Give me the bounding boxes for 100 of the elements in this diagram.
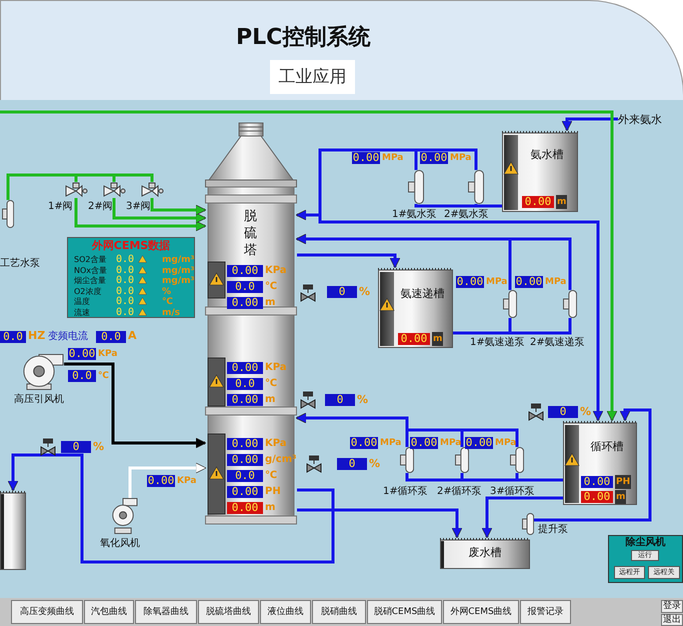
equipment-label: 工艺水泵	[0, 258, 40, 270]
unit-label: A	[128, 329, 137, 343]
pump-icon	[400, 447, 414, 473]
reading-display: 0.00	[410, 437, 438, 449]
unit-label: m	[556, 195, 568, 209]
reading-value: 0.0	[116, 275, 134, 286]
valve-icon	[140, 182, 164, 198]
unit-label: %	[357, 393, 368, 407]
reading-display: 0.00	[420, 152, 448, 164]
reading-display: 0.00	[227, 454, 263, 466]
pipe-arrow	[562, 118, 618, 132]
reading-value: 0.0	[116, 264, 134, 276]
unit-label: mg/m³	[162, 254, 194, 266]
reading-display: 0.0	[96, 331, 126, 343]
reading-display: 0.0	[227, 470, 263, 482]
pipe-arrow	[64, 362, 206, 448]
pipe-arrow	[112, 198, 206, 224]
unit-label: m	[265, 296, 276, 310]
pump-icon	[455, 447, 469, 473]
subtitle: 工业应用	[270, 60, 355, 94]
equipment-label: 1#氨水泵	[392, 209, 437, 221]
pump-icon	[408, 170, 424, 204]
unit-label: KPa	[177, 475, 196, 488]
pipe-arrow	[128, 462, 206, 498]
pump-icon	[563, 290, 577, 318]
row-label: NOx含量	[74, 266, 108, 276]
tab: 报警记录	[520, 600, 571, 624]
unit-label: m	[265, 393, 276, 407]
reading-value: 0.0	[116, 306, 134, 318]
tab: 高压变频曲线	[11, 600, 83, 624]
tab: 脱硝曲线	[312, 600, 366, 624]
unit-label: PH	[265, 485, 281, 499]
pipe	[474, 204, 502, 208]
pipe-arrow	[534, 408, 652, 522]
unit-label: ℃	[98, 370, 109, 383]
reading-display: 0.00	[352, 152, 380, 164]
reading-display: 0.00	[398, 333, 430, 345]
reading-display: 0.00	[515, 276, 543, 288]
valve-icon	[64, 182, 88, 198]
row-label: 流速	[74, 308, 90, 318]
tab: 汽包曲线	[84, 600, 134, 624]
equipment-label: 1#循环泵	[383, 486, 428, 498]
unit-label: m	[265, 501, 276, 515]
reading-display: 0.00	[227, 394, 263, 406]
reading-value: 0.0	[116, 254, 134, 266]
reading-display: 0.00	[581, 476, 613, 488]
tab: 脱硝CEMS曲线	[367, 600, 442, 624]
tab: 液位曲线	[260, 600, 311, 624]
unit-label: m/s	[162, 306, 180, 318]
reading-display: 0.00	[227, 486, 263, 498]
tab: 脱硫塔曲线	[198, 600, 259, 624]
pipe-arrow	[482, 496, 563, 538]
equipment-label: 3#循环泵	[490, 486, 535, 498]
parameter-label: 变频电流	[48, 331, 88, 343]
tower-label: 脱硫塔	[244, 208, 258, 259]
panel-heading: 除尘风机	[624, 537, 666, 549]
unit-label: KPa	[265, 264, 287, 278]
tank-label: 循环槽	[590, 440, 624, 454]
unit-label: %	[93, 440, 104, 454]
reading-display: 0	[325, 394, 355, 406]
unit-label: m	[615, 490, 626, 504]
valve-icon	[102, 182, 126, 198]
unit-label: MPa	[545, 276, 566, 289]
unit-label: ℃	[265, 469, 278, 483]
tank-label: 氨水槽	[530, 148, 564, 162]
equipment-label: 1#阀	[48, 201, 73, 213]
unit-label: MPa	[486, 276, 508, 289]
tank-drawing	[0, 490, 26, 570]
reading-display: 0.0	[227, 281, 263, 293]
unit-label: ℃	[265, 280, 278, 294]
equipment-label: 3#阀	[126, 201, 151, 213]
reading-display: 0.0	[68, 370, 96, 382]
reading-display: 0	[327, 286, 357, 298]
unit-label: ℃	[265, 377, 278, 391]
equipment-label: 2#氨速递泵	[530, 337, 585, 349]
unit-label: ℃	[162, 296, 173, 308]
unit-label: KPa	[98, 348, 118, 361]
tab: 除氧器曲线	[135, 600, 197, 624]
reading-display: 0.00	[227, 265, 263, 277]
equipment-label: 提升泵	[538, 524, 568, 536]
pipe-arrow	[8, 454, 334, 564]
unit-label: MPa	[382, 152, 404, 165]
pump-icon	[468, 170, 484, 204]
reading-value: 0.0	[116, 296, 134, 308]
pipe-arrow	[0, 110, 618, 422]
reading-value: 0.0	[116, 286, 134, 296]
tab: 外网CEMS曲线	[443, 600, 519, 624]
pipe-arrow	[297, 254, 400, 268]
reading-display: 0.0	[227, 378, 263, 390]
reading-display: 0.00	[350, 437, 378, 449]
reading-display: 0.00	[227, 297, 263, 309]
reading-display: 0.0	[0, 331, 26, 343]
pump-icon	[503, 290, 517, 318]
button: 登录	[661, 600, 683, 613]
pipe-arrow	[296, 148, 478, 220]
tank-label: 氨速递槽	[400, 287, 446, 301]
pipe-arrow	[150, 198, 206, 216]
pipe-arrow	[297, 508, 462, 538]
unit-label: KPa	[265, 361, 287, 375]
unit-label: g/cm³	[265, 453, 297, 467]
